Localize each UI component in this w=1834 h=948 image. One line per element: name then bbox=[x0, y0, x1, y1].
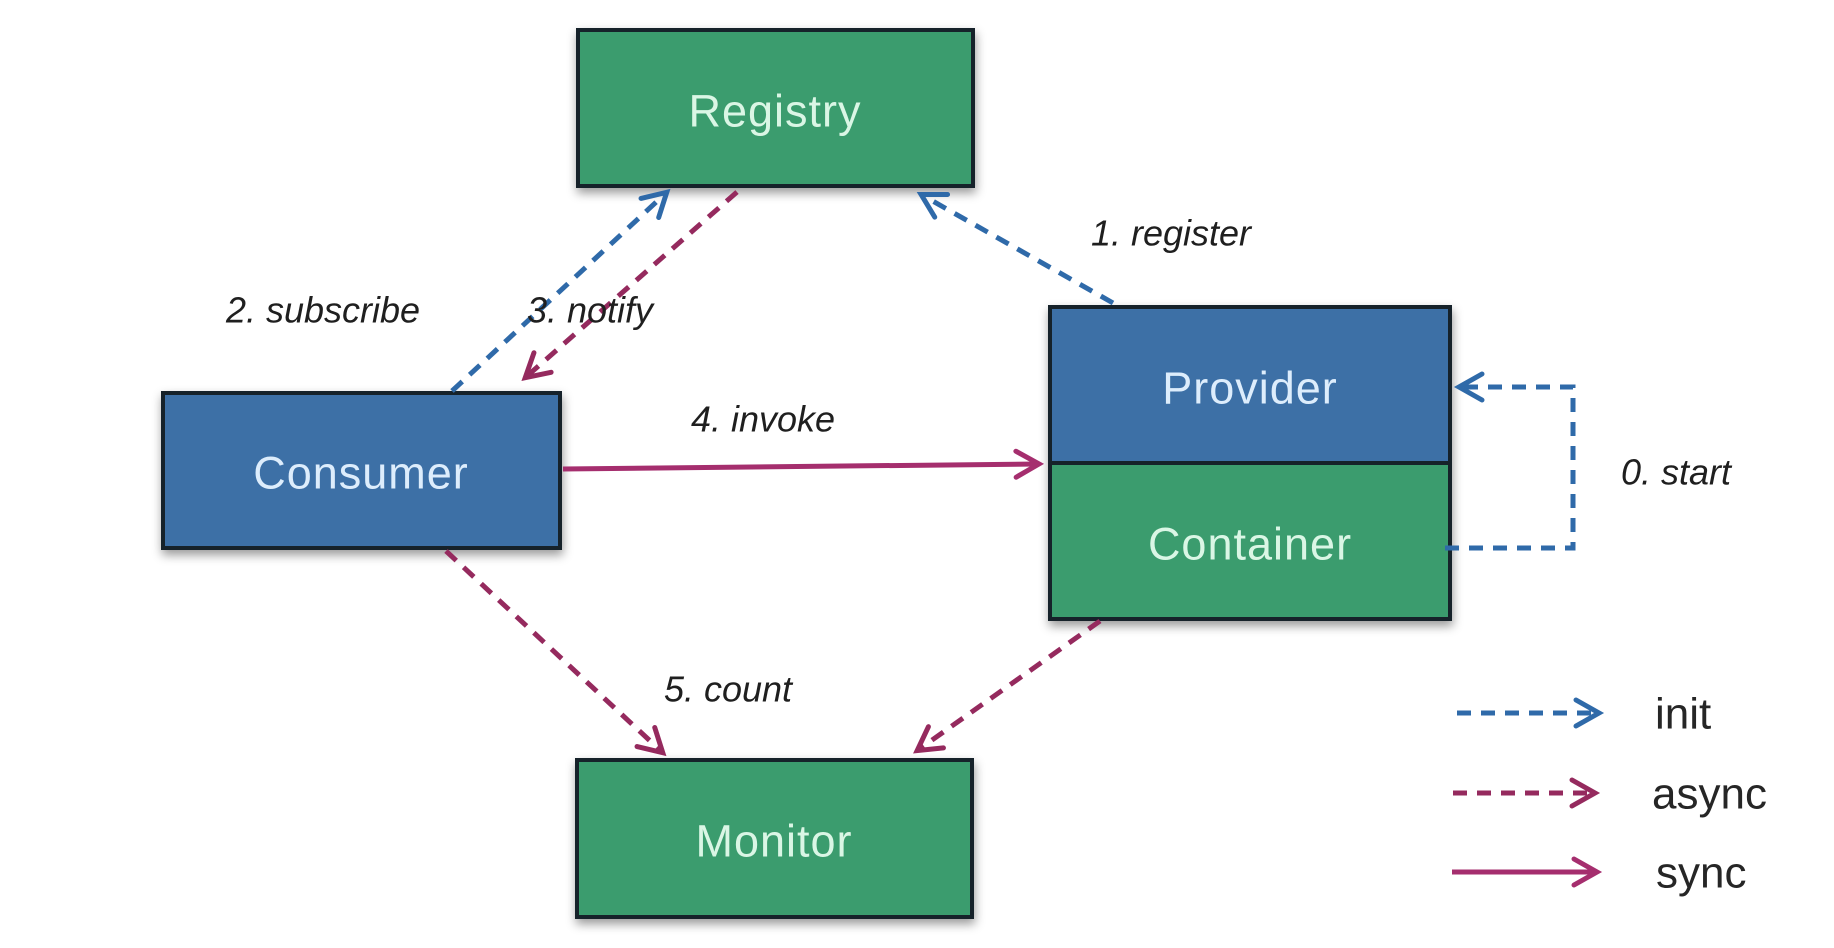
edge-start-label: 0. start bbox=[1621, 452, 1733, 493]
edge-notify-arrow bbox=[521, 190, 739, 382]
edge-notify-label: 3. notify bbox=[527, 290, 655, 331]
node-registry-label: Registry bbox=[688, 86, 861, 137]
node-consumer-label: Consumer bbox=[253, 448, 469, 499]
legend-sync-label: sync bbox=[1656, 849, 1746, 898]
legend-init-label: init bbox=[1655, 690, 1711, 739]
legend: init async sync bbox=[1452, 690, 1767, 898]
edge-register-label: 1. register bbox=[1091, 213, 1253, 254]
edge-subscribe-label: 2. subscribe bbox=[225, 290, 420, 331]
edge-count-right-arrow bbox=[913, 618, 1102, 754]
node-provider-box bbox=[1048, 305, 1452, 465]
edge-start-arrow bbox=[1445, 371, 1576, 551]
edge-subscribe-arrow bbox=[450, 188, 671, 393]
node-container-label: Container bbox=[1148, 519, 1352, 570]
edge-invoke-arrow bbox=[562, 448, 1045, 480]
node-registry-box bbox=[576, 28, 975, 188]
edge-register-arrow bbox=[916, 192, 1115, 306]
edge-invoke-label: 4. invoke bbox=[691, 399, 835, 440]
node-monitor-box bbox=[575, 758, 974, 919]
node-provider-label: Provider bbox=[1162, 363, 1338, 414]
node-provider-container-group bbox=[1048, 305, 1452, 621]
edge-count-left-arrow bbox=[444, 549, 667, 757]
edge-count-label: 5. count bbox=[664, 669, 794, 710]
legend-async-label: async bbox=[1652, 770, 1767, 819]
node-container-box bbox=[1048, 461, 1452, 621]
node-consumer-box bbox=[161, 391, 562, 550]
node-monitor-label: Monitor bbox=[695, 816, 852, 867]
